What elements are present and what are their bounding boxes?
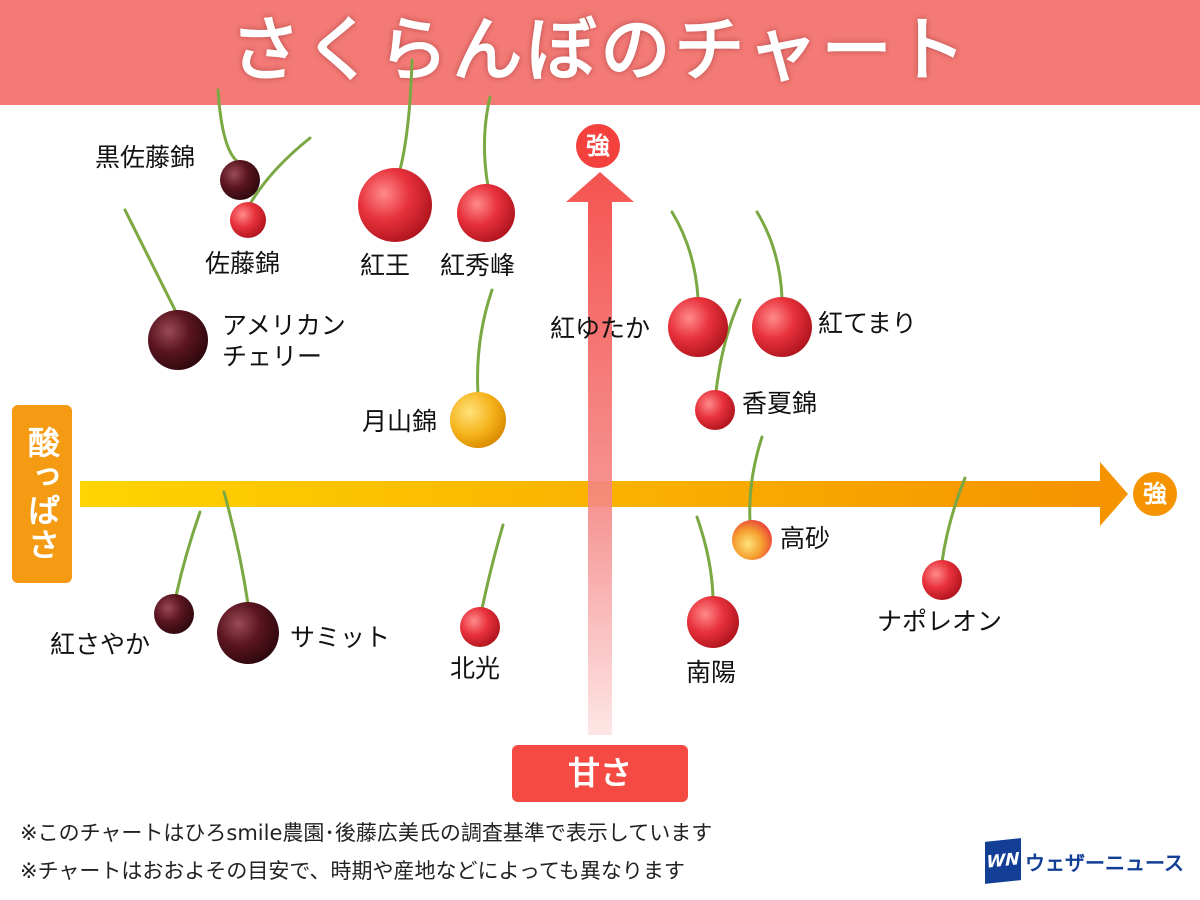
cherry-beni-yutaka [668,297,728,357]
cherry-stem [123,208,178,314]
cherry-label: 佐藤錦 [205,249,281,278]
cherry-gassan-nishiki [450,392,506,448]
cherry-benio [358,168,432,242]
logo-text: ウェザーニュース [1025,850,1184,875]
cherry-beni-temari [752,297,812,357]
cherry-stem [748,435,764,524]
cherry-stem [670,210,700,300]
cherry-label: 紅王 [360,251,411,280]
footnote: ※このチャートはひろsmile農園･後藤広美氏の調査基準で表示しています [20,821,713,845]
cherry-kurosatonishiki [220,160,260,200]
sweetness-strong-badge: 強 [576,124,620,168]
cherry-beni-shuho [457,184,515,242]
cherry-label-line2: チェリー [222,342,323,371]
cherry-stem [940,476,967,564]
cherry-koka-nishiki [695,390,735,430]
header-bar [0,0,1200,105]
cherry-hokko [460,607,500,647]
cherry-label: 紅てまり [818,309,917,338]
cherry-stem [695,515,715,600]
logo-mark: WN [985,838,1021,884]
cherry-stem [476,288,494,396]
cherry-stem [174,510,202,598]
cherry-label: 紅さやか [50,630,151,659]
cherry-summit [217,602,279,664]
cherry-stem [755,210,784,300]
page-title: さくらんぼのチャート [230,9,970,91]
cherry-american [148,310,208,370]
cherry-label: 紅ゆたか [550,314,651,343]
cherry-stem [222,490,250,606]
cherry-label: 香夏錦 [742,389,818,418]
cherry-label: 北光 [450,654,501,683]
cherry-stem [398,58,414,172]
cherry-label: 紅秀峰 [440,251,516,280]
cherry-label-line1: アメリカン [222,311,346,340]
cherry-stem [714,298,742,394]
cherry-label: 南陽 [686,658,737,687]
sweetness-axis-label: 甘さ [512,745,688,802]
cherry-stem [216,88,240,164]
cherry-stem [480,523,505,611]
sweetness-axis-arrow [566,172,634,735]
cherry-label: 黒佐藤錦 [95,143,196,172]
cherry-takasago [732,520,772,560]
weathernews-logo: WN ウェザーニュース [985,838,1184,884]
cherry-label: アメリカンチェリー [222,310,346,372]
sourness-axis-label: 酸っぱさ [12,405,72,583]
cherry-stem [482,95,492,188]
cherry-label: 高砂 [780,524,831,553]
sourness-strong-badge: 強 [1133,472,1177,516]
cherry-label: ナポレオン [877,607,1003,636]
cherry-label: 月山錦 [362,407,438,436]
cherry-napoleon [922,560,962,600]
cherry-nanyo [687,596,739,648]
cherry-satonishiki [230,202,266,238]
cherry-beni-sayaka [154,594,194,634]
cherry-stem [248,136,312,206]
cherry-label: サミット [290,623,391,652]
footnote: ※チャートはおおよその目安で、時期や産地などによっても異なります [20,859,685,883]
